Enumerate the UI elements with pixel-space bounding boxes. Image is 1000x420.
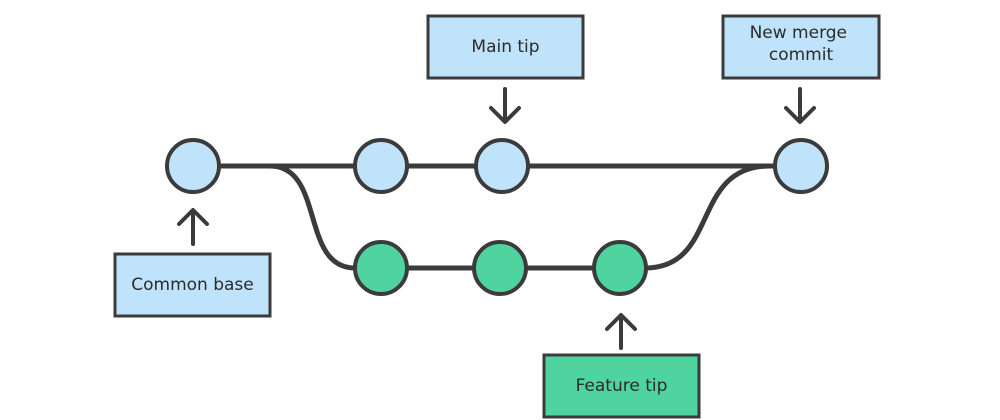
arrow-icon	[177, 208, 209, 246]
feature-commits	[353, 240, 648, 296]
label-new-merge-commit-text: New merge commit	[750, 23, 853, 65]
arrow-icon	[605, 313, 637, 350]
label-new-merge-commit: New merge commit	[721, 14, 881, 80]
arrow-icon	[489, 87, 521, 124]
commit-new-merge	[773, 138, 829, 194]
label-new-merge-commit-box	[721, 14, 881, 80]
commit-feature-1	[353, 240, 409, 296]
label-main-tip-text: Main tip	[471, 37, 539, 57]
label-common-base-text: Common base	[131, 275, 254, 295]
arrows	[177, 87, 816, 350]
commit-main-1	[353, 138, 409, 194]
label-common-base-box	[113, 252, 272, 318]
label-new-merge-commit-line-2: commit	[769, 45, 834, 65]
label-feature-tip-text: Feature tip	[576, 376, 668, 396]
commit-feature-2	[472, 240, 528, 296]
commit-common-base	[165, 138, 221, 194]
feature-branch-merge	[642, 163, 773, 271]
label-main-tip: Main tip	[426, 14, 585, 80]
label-common-base: Common base	[113, 252, 272, 318]
label-main-tip-box	[426, 14, 585, 80]
label-feature-tip-box	[542, 353, 701, 419]
commit-feature-tip	[592, 240, 648, 296]
label-new-merge-commit-line-1: New merge	[750, 23, 847, 43]
arrow-icon	[784, 87, 816, 124]
feature-branch-fork	[267, 163, 358, 271]
commit-main-tip	[474, 138, 530, 194]
main-commits	[165, 138, 829, 194]
label-feature-tip: Feature tip	[542, 353, 701, 419]
